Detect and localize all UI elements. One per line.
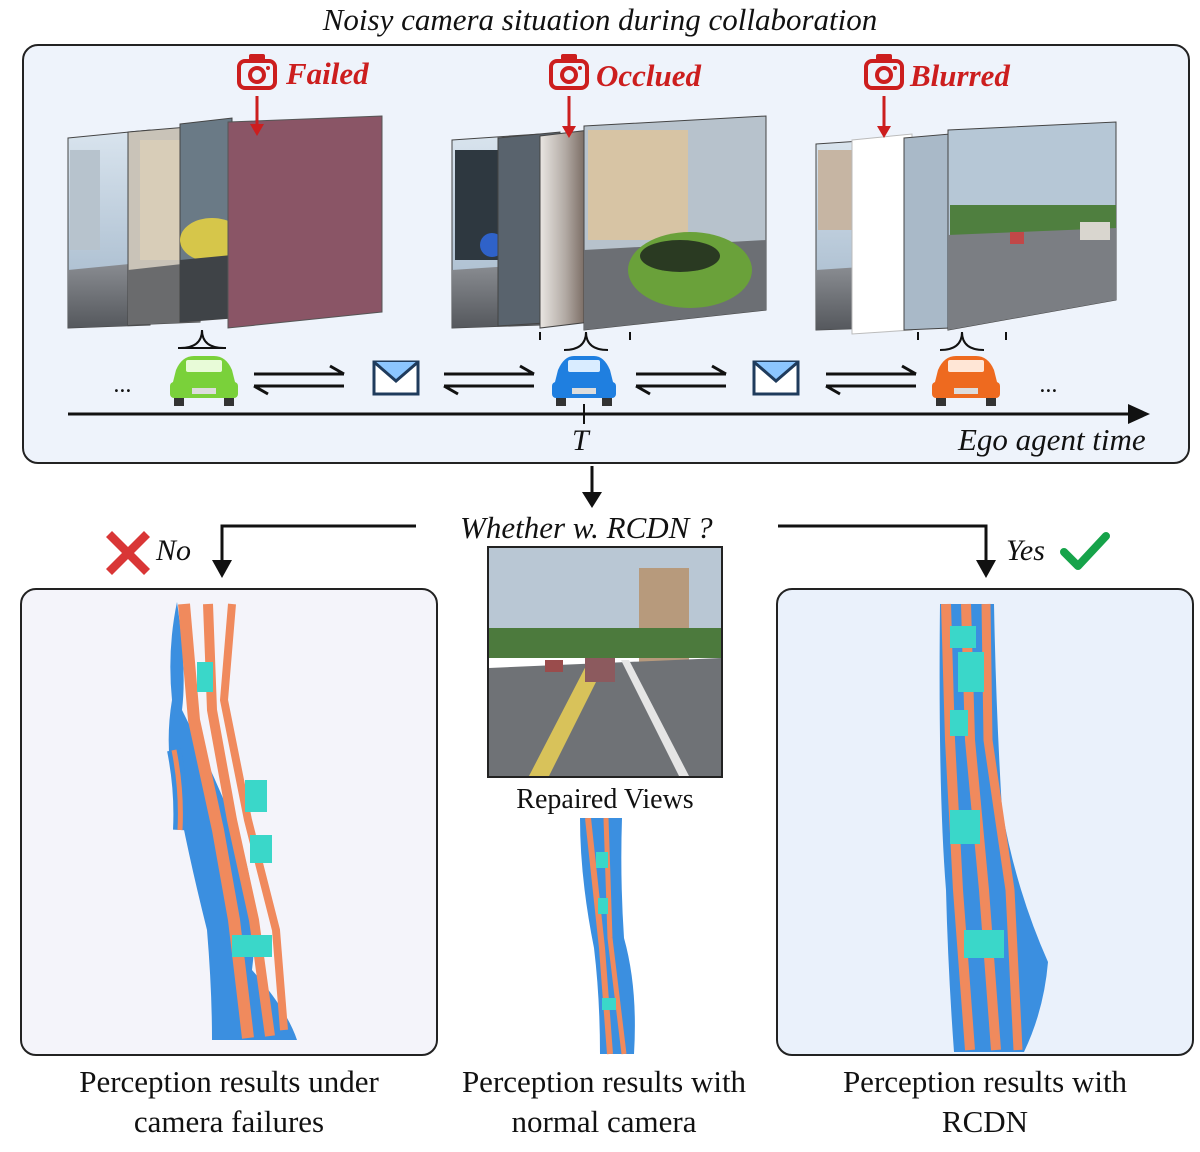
ellipsis-right: ... — [1040, 372, 1058, 398]
caption-right: Perception results with RCDN — [776, 1062, 1194, 1142]
envelope-icon — [372, 360, 420, 396]
check-icon — [1060, 532, 1110, 570]
exchange-arrow — [253, 364, 917, 396]
failure-map — [167, 602, 297, 1040]
failure-result-panel — [20, 588, 438, 1056]
arrow-icon — [976, 560, 996, 578]
branch-arrows — [220, 524, 988, 566]
figure-title: Noisy camera situation during collaborat… — [322, 2, 878, 37]
axis-label: Ego agent time — [958, 422, 1146, 457]
rcdn-map — [939, 603, 1048, 1052]
envelope-icon — [752, 360, 800, 396]
car-icon — [170, 356, 238, 406]
ellipsis-left: ... — [114, 372, 132, 398]
arrow-icon — [582, 466, 602, 508]
time-axis — [68, 404, 1150, 424]
caption-left-line1: Perception results under — [79, 1064, 379, 1099]
caption-left-line2: camera failures — [133, 1104, 325, 1139]
repaired-view-image — [487, 546, 723, 778]
caption-right-line1: Perception results with — [842, 1064, 1128, 1099]
occluded-camera-stack — [451, 52, 767, 351]
occluded-label: Occlued — [596, 58, 702, 93]
repaired-views-label: Repaired Views — [516, 784, 694, 815]
car-icon — [552, 356, 616, 406]
failed-camera-stack — [67, 52, 383, 349]
arrow-icon — [212, 560, 232, 578]
caption-left: Perception results under camera failures — [20, 1062, 438, 1142]
decision-question: Whether w. RCDN ? — [460, 510, 713, 545]
normal-map — [580, 818, 635, 1055]
time-marker: T — [572, 424, 589, 457]
rcdn-result-panel — [776, 588, 1194, 1056]
failed-label: Failed — [286, 56, 369, 91]
yes-label: Yes — [1006, 534, 1045, 567]
blurred-camera-stack — [815, 52, 1117, 351]
car-icon — [932, 356, 1000, 406]
no-label: No — [156, 534, 192, 567]
blurred-label: Blurred — [910, 58, 1010, 93]
cross-icon — [106, 531, 150, 575]
caption-right-line2: RCDN — [941, 1104, 1029, 1139]
caption-middle-line1: Perception results with — [461, 1064, 747, 1099]
caption-middle-line2: normal camera — [511, 1104, 697, 1139]
caption-middle: Perception results with normal camera — [434, 1062, 774, 1142]
